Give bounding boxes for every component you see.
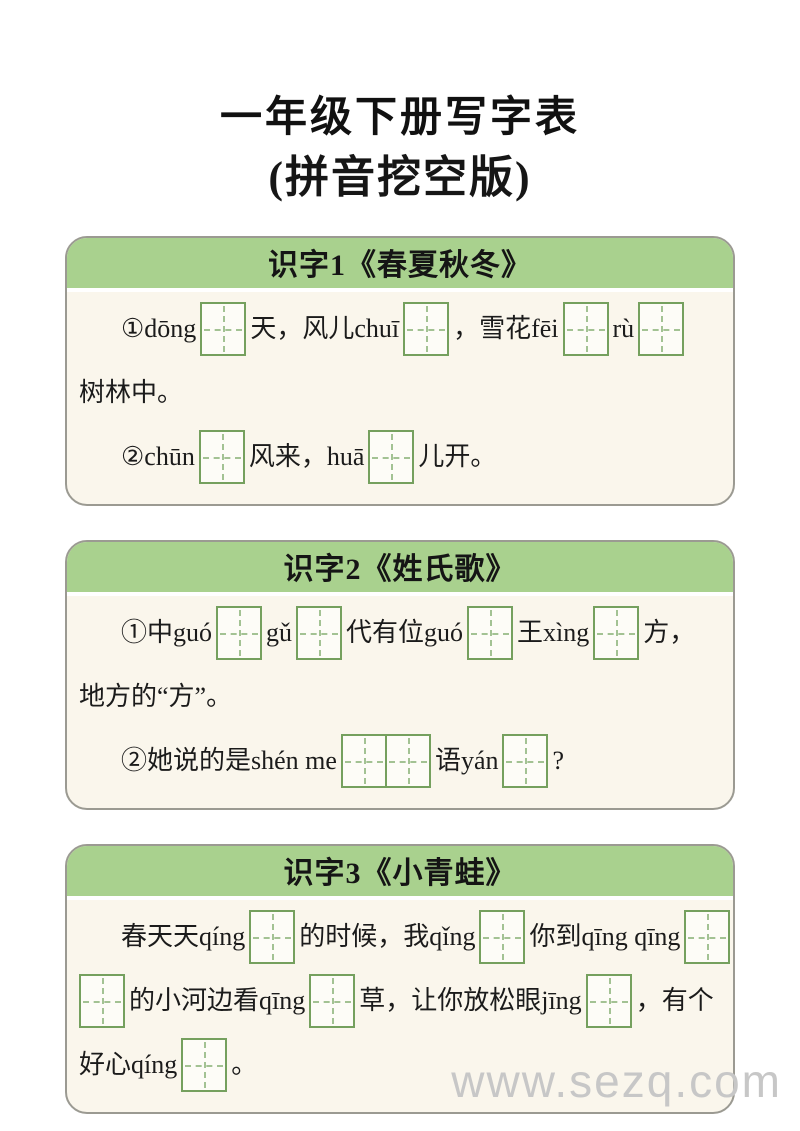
tianzige-writing-box[interactable] [479,910,526,964]
tianzige-writing-box[interactable] [384,734,431,788]
tianzige-writing-box[interactable] [585,974,632,1028]
tianzige-box-group [585,974,632,1028]
section-body: ①dōng 天，风儿chuī ，雪花fēi rù 树林中。 ②chūn 风来，huā 儿开。 [67,292,733,504]
tianzige-writing-box[interactable] [562,302,609,356]
tianzige-box-group [638,302,685,356]
tianzige-box-group [479,910,526,964]
section-title: 识字2《姓氏歌》 [283,553,517,586]
tianzige-box-group [200,302,247,356]
section-card: 识字1《春夏秋冬》 ①dōng 天，风儿chuī ，雪花fēi rù 树林中。 ②chūn… [65,236,735,506]
text-run: ，有个 [635,986,714,1016]
text-run: 树林中。 [79,378,184,408]
worksheet-line: ②chūn 风来，huā 儿开。 [121,426,721,488]
text-run: ，雪花fēi [453,314,559,344]
tianzige-box-group [79,974,125,1028]
text-run: 地方的“方”。 [79,682,233,712]
worksheet-line: 的小河边看qīng 草，让你放松眼jīng ，有个 [79,970,721,1032]
tianzige-writing-box[interactable] [403,302,450,356]
tianzige-writing-box[interactable] [249,910,296,964]
text-run: 你到qīng qīng [529,922,681,952]
worksheet-line: ①中guó gǔ 代有位guó 王xìng 方， [121,602,721,664]
tianzige-box-group [296,606,343,660]
worksheet-line: 树林中。 [79,362,721,424]
text-run: 天，风儿chuī [250,314,400,344]
section-header: 识字1《春夏秋冬》 [67,238,733,292]
tianzige-writing-box[interactable] [216,606,263,660]
tianzige-box-group [502,734,549,788]
text-run: 的时候，我qǐng [299,922,476,952]
section-card: 识字3《小青蛙》 春天天qíng 的时候，我qǐng 你到qīng qīng 的小河边… [65,844,735,1114]
tianzige-writing-box[interactable] [368,430,415,484]
tianzige-writing-box[interactable] [638,302,685,356]
tianzige-writing-box[interactable] [684,910,731,964]
watermark-text: www.sezq.com [451,1055,782,1107]
text-run: 。 [231,1050,258,1080]
tianzige-writing-box[interactable] [340,734,387,788]
tianzige-box-group [216,606,263,660]
tianzige-box-pair [340,734,431,788]
section-header: 识字2《姓氏歌》 [67,542,733,596]
text-run: 语yán [434,746,499,776]
section-body: ①中guó gǔ 代有位guó 王xìng 方， 地方的“方”。 ②她说的是shén me 语… [67,596,733,808]
tianzige-writing-box[interactable] [79,974,125,1028]
tianzige-writing-box[interactable] [198,430,245,484]
text-run: 草，让你放松眼jīng [359,986,582,1016]
tianzige-box-group [181,1038,228,1092]
section-title: 识字1《春夏秋冬》 [268,249,532,282]
tianzige-writing-box[interactable] [467,606,514,660]
text-run: ②chūn [121,442,195,472]
section-card: 识字2《姓氏歌》 ①中guó gǔ 代有位guó 王xìng 方， 地方的“方”。 ②她说的… [65,540,735,810]
text-run: ? [552,746,565,776]
text-run: gǔ [266,618,293,648]
page-title: 一年级下册写字表 [219,93,580,140]
text-run: 儿开。 [418,442,497,472]
text-run: ①中guó [121,618,213,648]
text-run: 王xìng [517,618,590,648]
page-subtitle: (拼音挖空版) [268,153,532,202]
tianzige-writing-box[interactable] [502,734,549,788]
tianzige-box-group [249,910,296,964]
worksheet-line: ②她说的是shén me 语yán? [121,730,721,792]
text-run: 风来，huā [248,442,365,472]
tianzige-writing-box[interactable] [181,1038,228,1092]
text-run: 方， [643,618,696,648]
text-run: 好心qíng [79,1050,178,1080]
text-run: ②她说的是shén me [121,746,337,776]
tianzige-box-group [309,974,356,1028]
tianzige-box-group [593,606,640,660]
sections-container: 识字1《春夏秋冬》 ①dōng 天，风儿chuī ，雪花fēi rù 树林中。 ②chūn… [65,236,735,1114]
tianzige-box-group [403,302,450,356]
worksheet-line: 春天天qíng 的时候，我qǐng 你到qīng qīng [121,906,731,968]
section-header: 识字3《小青蛙》 [67,846,733,900]
text-run: rù [612,314,635,344]
worksheet-line: 好心qíng 。 [79,1034,721,1096]
text-run: 代有位guó [346,618,464,648]
tianzige-writing-box[interactable] [200,302,247,356]
text-run: ①dōng [121,314,197,344]
text-run: 春天天qíng [121,922,246,952]
tianzige-writing-box[interactable] [296,606,343,660]
tianzige-box-group [198,430,245,484]
tianzige-writing-box[interactable] [593,606,640,660]
tianzige-box-group [368,430,415,484]
section-body: 春天天qíng 的时候，我qǐng 你到qīng qīng 的小河边看qīng 草，让你… [67,900,733,1112]
tianzige-box-group [684,910,731,964]
worksheet-line: 地方的“方”。 [79,666,721,728]
tianzige-box-group [562,302,609,356]
text-run: 的小河边看qīng [129,986,306,1016]
tianzige-box-group [467,606,514,660]
section-title: 识字3《小青蛙》 [283,857,517,890]
worksheet-line: ①dōng 天，风儿chuī ，雪花fēi rù [121,298,721,360]
tianzige-writing-box[interactable] [309,974,356,1028]
